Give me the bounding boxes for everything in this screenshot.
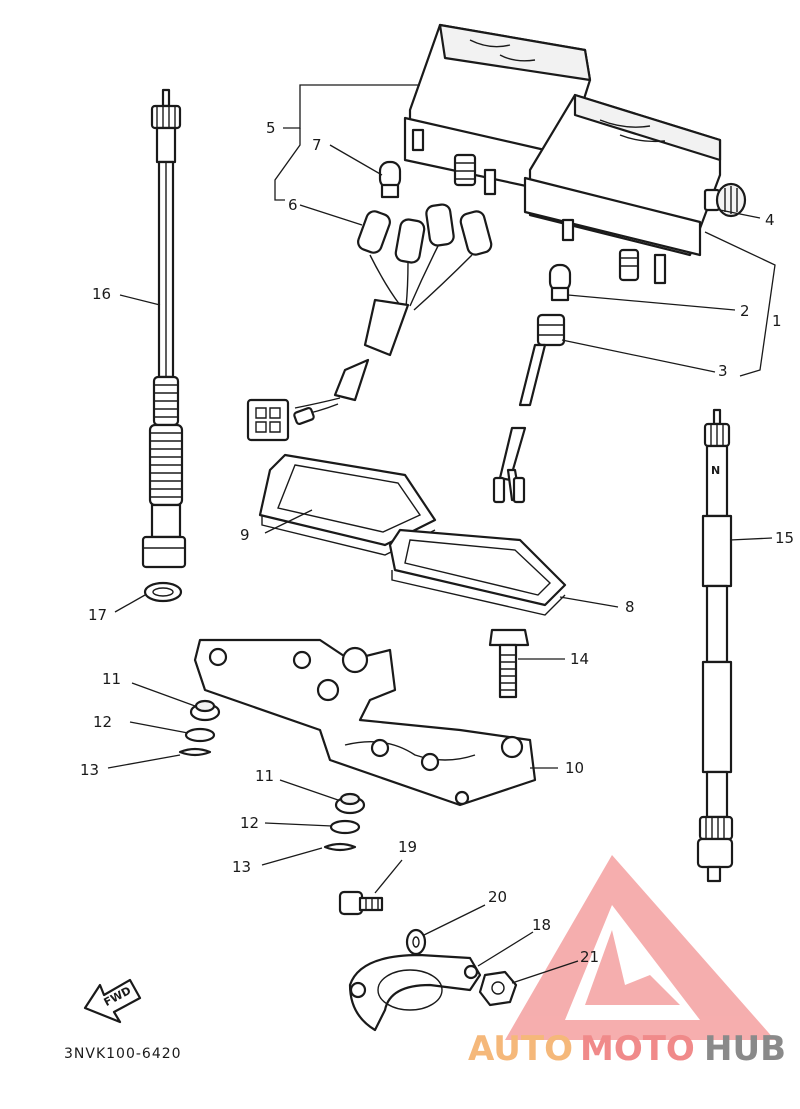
tachometer-assembly [523, 93, 747, 285]
callout-11-left: 11 [102, 670, 121, 688]
meter-damper-speed [258, 453, 437, 556]
clip-left [178, 747, 212, 757]
svg-text:N: N [711, 464, 720, 477]
callout-3: 3 [718, 362, 728, 380]
watermark-triangle-inner [585, 930, 680, 1005]
bracket-bolt [338, 890, 384, 916]
washer-right [329, 819, 361, 835]
callout-19: 19 [398, 838, 417, 856]
bolt [488, 628, 530, 699]
meter-bracket [193, 638, 537, 807]
callout-12-left: 12 [93, 713, 112, 731]
cable-washer [143, 581, 183, 603]
callout-2: 2 [740, 302, 750, 320]
diagram-code: 3NVK100-6420 [64, 1046, 182, 1062]
callout-21: 21 [580, 948, 599, 966]
watermark-hub: HUB [704, 1029, 786, 1069]
meter-damper-tacho [388, 528, 567, 616]
callout-13-right: 13 [232, 858, 251, 876]
indicator-bulb [378, 160, 402, 199]
meter-lead-harness [246, 203, 493, 442]
trip-knob [703, 182, 747, 218]
handlebar-clamp [348, 953, 482, 1032]
callout-9: 9 [240, 526, 250, 544]
callout-15: 15 [775, 529, 794, 547]
grommet-right [334, 792, 366, 815]
bulb-socket-cord [492, 313, 566, 504]
callout-4: 4 [765, 211, 775, 229]
watermark-text: AUTO MOTO HUB [468, 1029, 786, 1069]
callout-1: 1 [772, 312, 782, 330]
callout-17: 17 [88, 606, 107, 624]
clip-right [323, 842, 357, 852]
callout-13-left: 13 [80, 761, 99, 779]
tachometer-cable: N [696, 408, 734, 883]
callout-8: 8 [625, 598, 635, 616]
callout-5: 5 [266, 119, 276, 137]
meter-bulb [548, 263, 572, 302]
forward-arrow: FWD [83, 978, 142, 1024]
callout-20: 20 [488, 888, 507, 906]
washer-left [184, 727, 216, 743]
callouts: 1 2 3 4 5 6 7 8 9 10 11 11 12 12 13 13 1… [80, 119, 794, 966]
callout-10: 10 [565, 759, 584, 777]
callout-12-right: 12 [240, 814, 259, 832]
callout-16: 16 [92, 285, 111, 303]
watermark-logo [505, 855, 775, 1040]
callout-6: 6 [288, 196, 298, 214]
grommet-left [189, 699, 221, 722]
leader-lines [107, 84, 776, 984]
watermark-triangle-outer [505, 855, 775, 1040]
speedometer-cable [141, 88, 187, 569]
watermark-moto: MOTO [580, 1029, 695, 1069]
watermark-auto: AUTO [468, 1029, 573, 1069]
callout-7: 7 [312, 136, 322, 154]
callout-18: 18 [532, 916, 551, 934]
clamp-nut [478, 970, 518, 1007]
callout-14: 14 [570, 650, 589, 668]
callout-11-right: 11 [255, 767, 274, 785]
clamp-washer [405, 928, 427, 956]
